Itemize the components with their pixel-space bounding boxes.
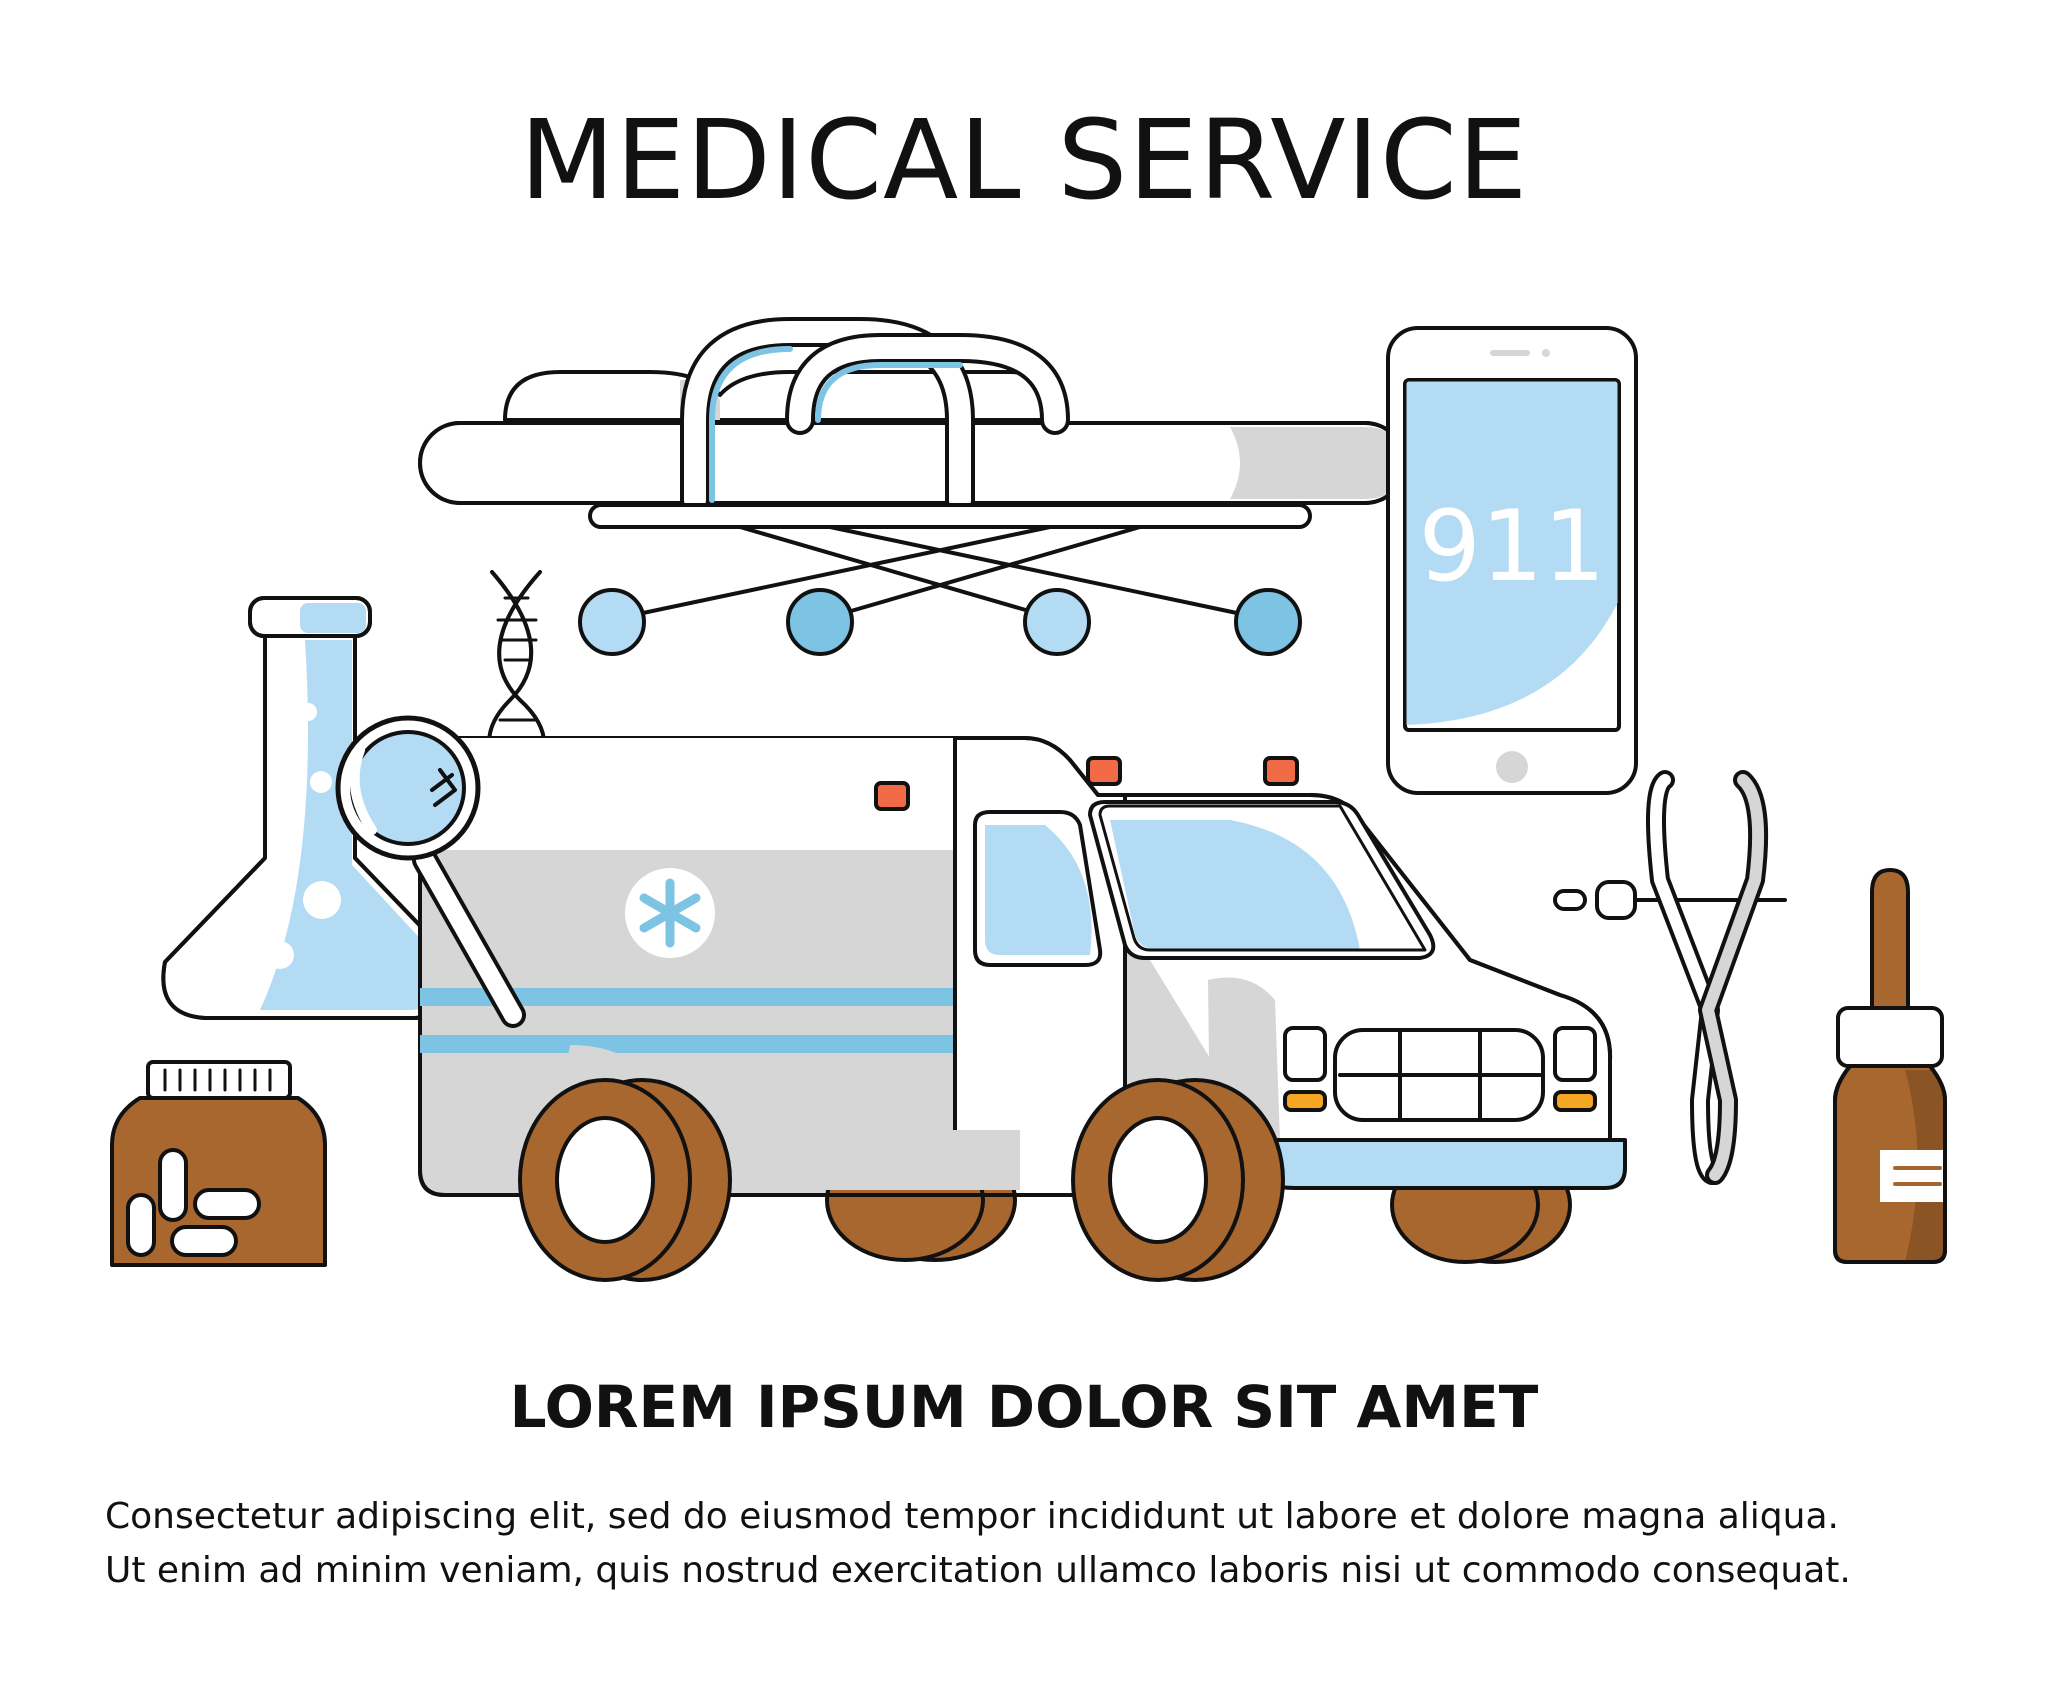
- stretcher-icon: [418, 317, 1407, 656]
- magnifier-icon: [335, 715, 526, 1028]
- body-line-1: Consectetur adipiscing elit, sed do eius…: [105, 1496, 1839, 1537]
- subtitle: LOREM IPSUM DOLOR SIT AMET: [509, 1373, 1539, 1441]
- dropper-bottle-icon: [1833, 868, 1947, 1264]
- pill-jar-icon: [110, 1060, 327, 1267]
- ambulance-icon: [418, 736, 1627, 1282]
- forceps-icon: [1553, 770, 1787, 1185]
- body-text: Consectetur adipiscing elit, sed do eius…: [105, 1490, 2005, 1598]
- phone-screen-text: 911: [1418, 490, 1605, 604]
- page-title: MEDICAL SERVICE: [519, 96, 1529, 224]
- smartphone-icon: 911: [1386, 326, 1638, 795]
- body-line-2: Ut enim ad minim veniam, quis nostrud ex…: [105, 1550, 1851, 1591]
